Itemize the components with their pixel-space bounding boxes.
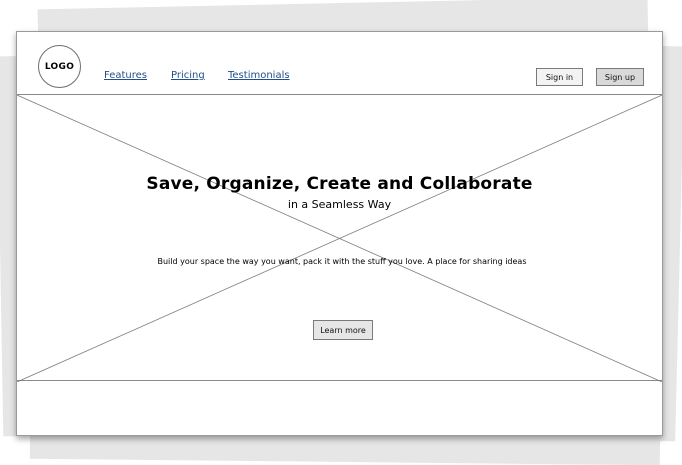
nav-link-testimonials[interactable]: Testimonials (228, 70, 290, 81)
nav-link-features[interactable]: Features (104, 70, 147, 81)
hero-title: Save, Organize, Create and Collaborate (146, 174, 533, 194)
hero-image-placeholder: Save, Organize, Create and Collaborate i… (17, 94, 662, 382)
logo-placeholder[interactable]: LOGO (38, 45, 81, 88)
logo-text: LOGO (44, 61, 75, 72)
hero-description: Build your space the way you want, pack … (157, 257, 527, 266)
sign-up-button[interactable]: Sign up (596, 68, 644, 86)
hero-subtitle: in a Seamless Way (287, 198, 392, 211)
wireframe-page: LOGO Features Pricing Testimonials Sign … (16, 31, 663, 436)
image-placeholder-cross-icon (17, 95, 662, 382)
nav-link-pricing[interactable]: Pricing (171, 70, 205, 81)
sign-in-button[interactable]: Sign in (536, 68, 583, 86)
learn-more-button[interactable]: Learn more (313, 320, 373, 340)
